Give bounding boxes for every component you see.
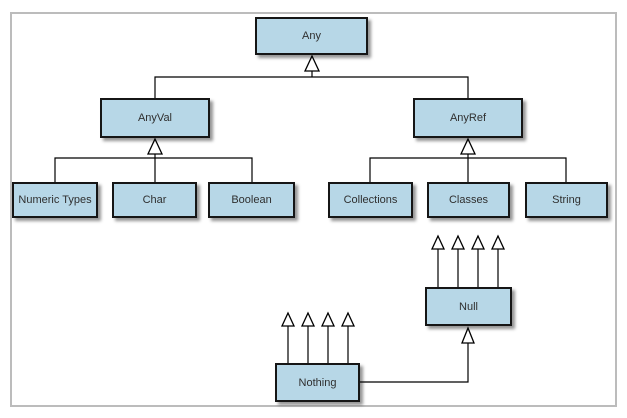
edge-valuetypes-to-anyval bbox=[54, 137, 253, 182]
node-boolean-label: Boolean bbox=[231, 194, 272, 206]
node-numeric-types: Numeric Types bbox=[12, 182, 98, 218]
node-collections-label: Collections bbox=[343, 194, 398, 206]
node-anyval-label: AnyVal bbox=[137, 112, 173, 124]
edge-nothing-to-null bbox=[360, 326, 475, 383]
node-classes-label: Classes bbox=[448, 194, 489, 206]
node-boolean: Boolean bbox=[208, 182, 295, 218]
node-anyref-label: AnyRef bbox=[449, 112, 487, 124]
node-char-label: Char bbox=[142, 194, 167, 206]
node-any: Any bbox=[255, 17, 368, 55]
node-anyref: AnyRef bbox=[413, 98, 523, 138]
diagram-frame bbox=[10, 12, 617, 407]
node-null: Null bbox=[425, 287, 512, 326]
node-anyval: AnyVal bbox=[100, 98, 210, 138]
node-collections: Collections bbox=[328, 182, 413, 218]
node-null-label: Null bbox=[459, 300, 478, 313]
edge-reftypes-to-anyref bbox=[369, 137, 567, 182]
node-char: Char bbox=[112, 182, 197, 218]
node-string-label: String bbox=[552, 194, 581, 206]
edge-nothing-up-arrows bbox=[280, 311, 356, 363]
node-any-label: Any bbox=[302, 30, 321, 42]
edge-null-up-arrows bbox=[430, 234, 506, 287]
node-nothing-label: Nothing bbox=[298, 376, 337, 389]
node-classes: Classes bbox=[427, 182, 510, 218]
node-nothing: Nothing bbox=[275, 363, 360, 402]
node-numeric-types-label: Numeric Types bbox=[18, 194, 92, 206]
edge-anyval-anyref-to-any bbox=[154, 54, 469, 98]
node-string: String bbox=[525, 182, 608, 218]
